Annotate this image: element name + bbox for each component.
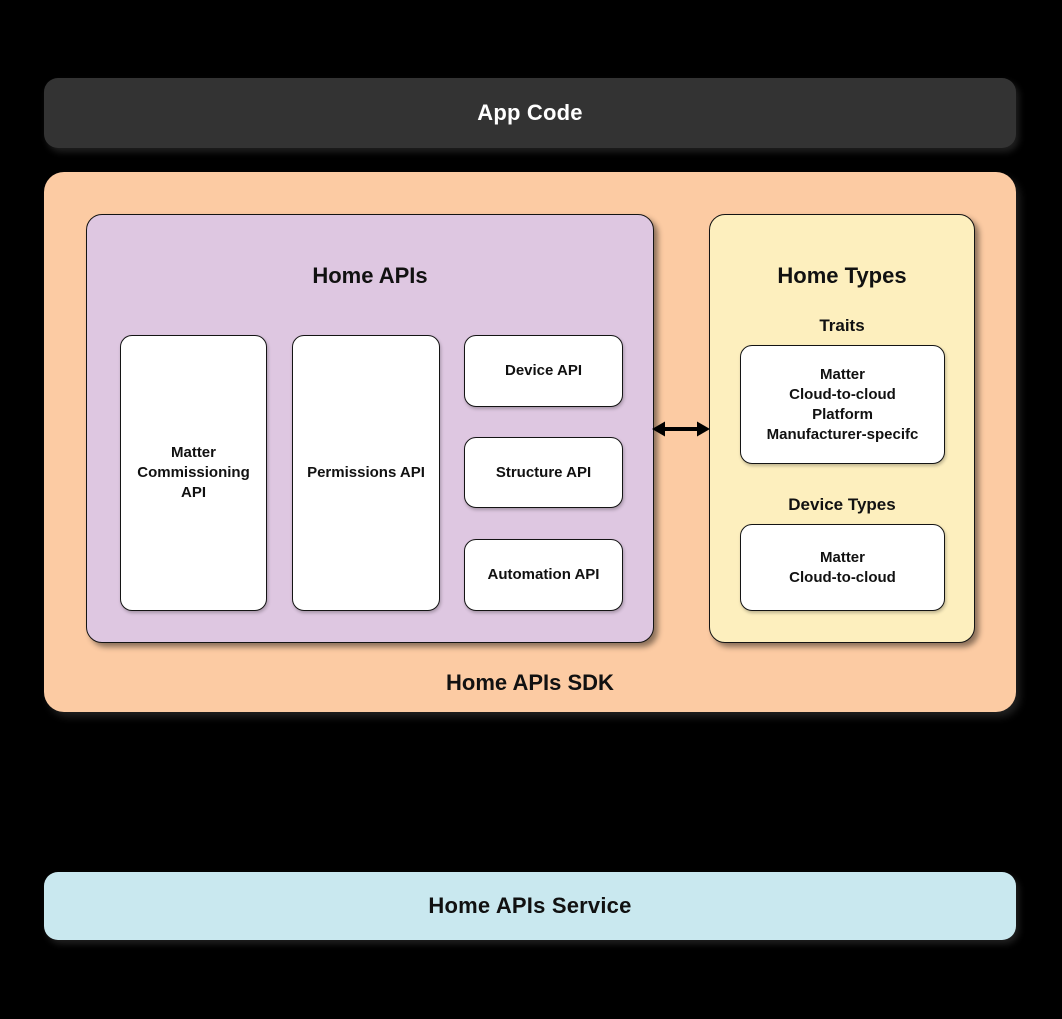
home-types-panel: Home Types Traits Matter Cloud-to-cloud …: [709, 214, 975, 643]
automation-api-label: Automation API: [487, 566, 600, 583]
home-apis-title: Home APIs: [312, 263, 428, 288]
traits-items: Matter Cloud-to-cloud Platform Manufactu…: [766, 365, 919, 443]
matter-commissioning-api-label: Matter Commissioning API: [137, 444, 250, 501]
automation-api-card: Automation API: [464, 539, 623, 611]
bidirectional-arrow-icon: [652, 418, 710, 440]
device-api-card: Device API: [464, 335, 623, 407]
structure-api-card: Structure API: [464, 437, 623, 508]
traits-heading: Traits: [819, 316, 865, 335]
home-apis-sdk-block: Home APIs Matter Commissioning API Permi…: [44, 172, 1016, 712]
home-types-title: Home Types: [777, 263, 907, 288]
device-api-label: Device API: [505, 362, 582, 379]
home-apis-service-block: Home APIs Service: [44, 872, 1016, 940]
app-code-label: App Code: [477, 100, 583, 125]
app-code-block: App Code: [44, 78, 1016, 148]
device-types-items: Matter Cloud-to-cloud: [789, 548, 896, 586]
traits-card: Matter Cloud-to-cloud Platform Manufactu…: [740, 345, 945, 464]
structure-api-label: Structure API: [495, 463, 592, 481]
home-apis-service-label: Home APIs Service: [428, 893, 632, 918]
permissions-api-card: Permissions API: [292, 335, 440, 611]
home-apis-panel: Home APIs Matter Commissioning API Permi…: [86, 214, 654, 643]
home-apis-sdk-label: Home APIs SDK: [446, 670, 614, 695]
device-types-card: Matter Cloud-to-cloud: [740, 524, 945, 611]
device-types-heading: Device Types: [788, 495, 896, 514]
matter-commissioning-api-card: Matter Commissioning API: [120, 335, 267, 611]
permissions-api-label: Permissions API: [307, 464, 425, 481]
